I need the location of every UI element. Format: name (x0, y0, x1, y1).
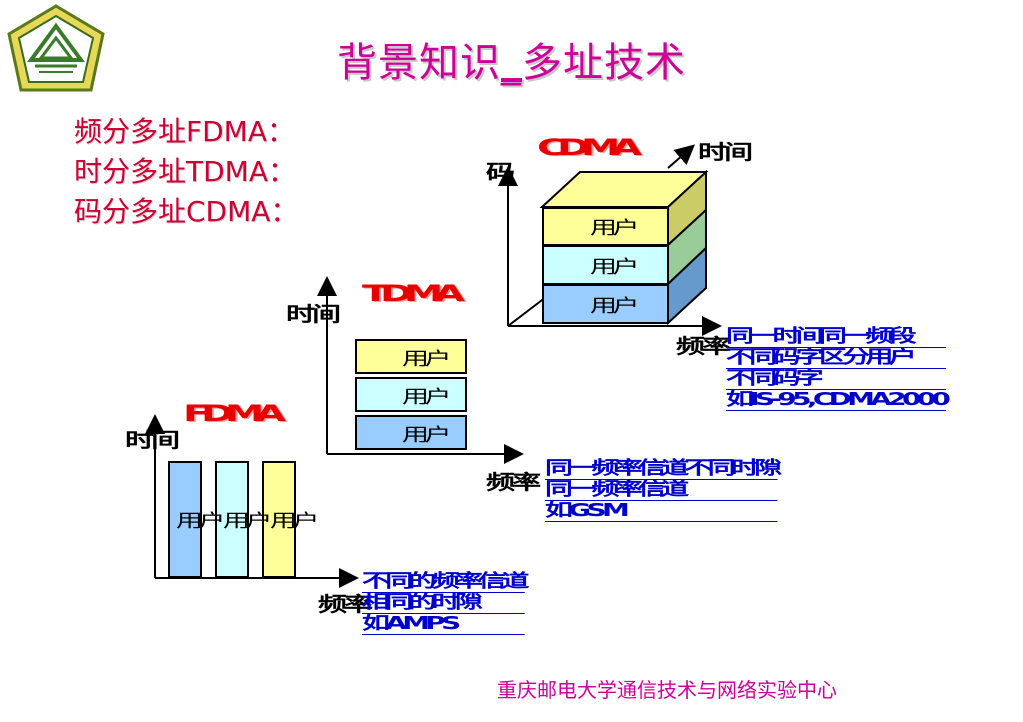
tdma-frequency-label: 频率 (486, 470, 541, 494)
cdma-desc-line-1: 同一时间同一频段 (726, 327, 947, 348)
logo (5, 4, 107, 94)
cdma-code-label: 码 (486, 160, 515, 184)
university-crest-icon (7, 4, 105, 92)
title-separator: _ (501, 40, 522, 86)
bullet-fdma: 频分多址FDMA： (74, 115, 295, 148)
tdma-user-2: 用户 (402, 387, 452, 408)
tdma-time-label: 时间 (286, 302, 341, 326)
tdma-slot-1 (355, 415, 467, 450)
access-method-list: 频分多址FDMA： 时分多址TDMA： 码分多址CDMA： (74, 112, 298, 232)
tdma-user-1: 用户 (402, 425, 452, 446)
cdma-user-3: 用户 (590, 218, 640, 239)
fdma-user-3: 用户 (270, 511, 320, 532)
cdma-description: 同一时间同一频段 不同码字区分用户 不同码字 如IS-95,CDMA2000 (726, 327, 951, 411)
tdma-desc-line-3: 如GSM (545, 501, 778, 522)
title-main: 背景知识 (337, 40, 501, 86)
tdma-desc-line-2: 同一频率信道 (545, 480, 778, 501)
fdma-channel-2 (215, 461, 249, 578)
fdma-user-2: 用户 (223, 511, 273, 532)
tdma-desc-line-1: 同一频率信道不同时隙 (545, 458, 782, 480)
cdma-desc-line-3: 不同码字 (726, 369, 947, 390)
bullet-tdma: 时分多址TDMA： (74, 155, 296, 188)
title-sub: 多址技术 (522, 40, 686, 86)
bullet-cdma: 码分多址CDMA： (74, 195, 299, 228)
tdma-description: 同一频率信道不同时隙 同一频率信道 如GSM (545, 458, 782, 522)
cdma-desc-line-2: 不同码字区分用户 (726, 348, 947, 369)
tdma-user-3: 用户 (402, 349, 452, 370)
page-title: 背景知识_多址技术 (0, 30, 1023, 88)
fdma-user-1: 用户 (176, 511, 226, 532)
fdma-description: 不同的频率信道 相同的时隙 如AMPS (362, 571, 529, 635)
cdma-time-axis (667, 144, 696, 169)
fdma-channel-1 (168, 461, 202, 578)
cdma-code-2 (542, 245, 669, 285)
cdma-code-3 (542, 207, 669, 246)
footer-lab-name: 重庆邮电大学通信技术与网络实验中心 (497, 678, 837, 702)
cdma-frequency-label: 频率 (676, 334, 731, 358)
fdma-title: FDMA (183, 402, 286, 427)
tdma-title: TDMA (362, 282, 465, 307)
fdma-desc-line-3: 如AMPS (362, 614, 525, 635)
cdma-user-2: 用户 (590, 257, 640, 278)
fdma-channel-3 (262, 461, 296, 578)
tdma-slot-2 (355, 377, 467, 412)
fdma-desc-line-1: 不同的频率信道 (362, 571, 529, 593)
cdma-title: CDMA (537, 136, 642, 161)
tdma-slot-3 (355, 339, 467, 374)
cdma-user-1: 用户 (590, 296, 640, 317)
cdma-time-label: 时间 (698, 140, 753, 164)
cdma-desc-line-4: 如IS-95,CDMA2000 (726, 389, 951, 411)
fdma-time-label: 时间 (125, 428, 180, 452)
cdma-code-1 (542, 284, 669, 324)
fdma-frequency-label: 频率 (318, 592, 373, 616)
fdma-desc-line-2: 相同的时隙 (362, 593, 525, 614)
